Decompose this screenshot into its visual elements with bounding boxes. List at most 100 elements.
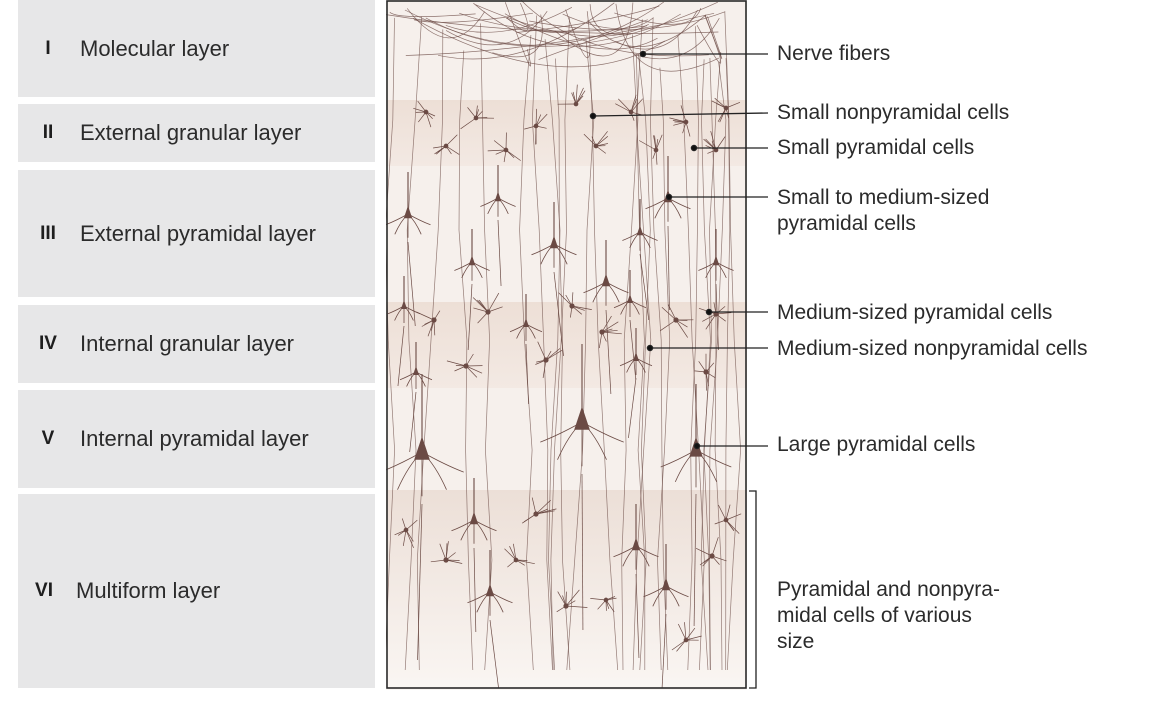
callout-nerve-fibers: Nerve fibers [777,42,891,65]
pyramidal-neuron [613,504,659,659]
nerve-fiber [405,12,715,56]
vertical-fiber [725,58,731,671]
nerve-fiber [589,4,632,36]
layer-box-1: I Molecular layer [18,0,375,97]
layer-numeral: I [45,37,51,59]
stellate-neuron [714,504,742,534]
vertical-fiber [632,19,652,671]
pyramidal-neuron [531,202,577,357]
vertical-fiber [416,29,444,671]
callout-large-pyramidal-cells: Large pyramidal cells [777,433,976,456]
stellate-neuron [695,537,727,567]
stellate-neuron [524,108,548,145]
nerve-fiber [425,1,718,47]
layer-box-3: III External pyramidal layer [18,170,375,297]
pyramidal-neuron [480,165,516,287]
vertical-fiber [709,57,723,671]
callout-line: size [777,630,815,653]
nerve-fiber [389,12,476,17]
stellate-neuron [711,97,741,123]
layer-box-4: IV Internal granular layer [18,305,375,383]
stellate-neuron [413,100,436,128]
pyramidal-neuron [467,550,513,689]
nerve-fiber [445,11,548,46]
nerve-fiber [696,15,722,64]
stellate-neuron [487,132,521,163]
nerve-fiber-network [386,0,741,671]
layer-box-5: V Internal pyramidal layer [18,390,375,488]
stellate-neuron [590,596,617,613]
nerve-fiber [587,14,707,48]
stellate-neuron [556,589,588,613]
stellate-neuron [535,341,563,378]
cortex-illustration [386,0,747,690]
layer-name: External granular layer [80,120,302,145]
layer-numeral: VI [35,580,53,601]
vertical-fiber [404,16,423,671]
vertical-fiber [589,53,619,671]
nerve-fiber [413,17,666,68]
layer-box-6: VI Multiform layer [18,494,375,688]
pyramidal-neuron [454,229,490,351]
vertical-fiber [544,39,561,671]
stellate-neuron [659,304,694,338]
nerve-fiber [386,14,719,34]
vertical-fiber [724,11,741,671]
vertical-fiber [550,17,570,671]
vertical-fiber [657,67,671,671]
pyramidal-neuron [643,544,689,689]
nerve-fiber [475,4,649,37]
stellate-neuron [416,310,441,337]
pyramidal-neuron [613,270,647,381]
callout-medium-pyramidal-cells: Medium-sized pyramidal cells [777,301,1053,324]
vertical-fiber [631,34,646,670]
pyramidal-neuron [698,229,734,351]
vertical-fiber [703,51,722,671]
stellate-neuron [446,353,483,378]
nerve-fiber [459,12,648,32]
nerve-fiber [404,1,665,46]
callout-medium-nonpyramidal-cells: Medium-sized nonpyramidal cells [777,337,1088,360]
nerve-fiber [565,9,591,59]
nerve-fiber [615,3,720,72]
nerve-fiber [406,8,485,39]
layer-name: Multiform layer [76,578,221,603]
nerve-fiber [614,7,702,25]
stellate-neuron [433,134,460,155]
stellate-neuron [460,105,495,130]
vertical-fiber [677,35,705,671]
vertical-fiber [650,17,669,671]
vertical-fiber [519,34,534,671]
neuron-group [386,84,742,689]
callout-small-nonpyramidal-cells: Small nonpyramidal cells [777,101,1010,124]
stellate-neuron [472,292,503,324]
nerve-fiber [445,6,573,33]
layer-band-6 [386,490,747,690]
layer-name: Internal pyramidal layer [80,426,309,451]
stellate-neuron [558,292,592,318]
callout-line: pyramidal cells [777,212,916,235]
nerve-fiber [504,13,658,50]
pyramidal-neuron [540,344,624,631]
layer-numeral: V [41,428,55,449]
vertical-fiber [566,38,595,671]
layer-name: Internal granular layer [80,331,295,356]
layer-band-4 [386,302,747,388]
vertical-fiber [386,17,395,650]
callout-line: Pyramidal and nonpyra- [777,578,1000,601]
stellate-neuron [694,353,716,391]
stellate-neuron [522,497,557,524]
pyramidal-neuron [387,276,421,387]
vertical-fiber [621,53,639,671]
pyramidal-neuron [399,342,433,453]
pyramidal-neuron [619,328,653,439]
stellate-neuron [557,84,586,107]
nerve-fiber [438,2,615,60]
nerve-fiber [504,2,532,67]
vertical-fiber [555,58,571,671]
stellate-neuron [671,622,702,652]
vertical-fiber [709,62,727,671]
layer-numeral: IV [39,333,57,354]
layer-numeral: III [40,222,56,244]
callout-small-to-medium-pyramidal-cells: Small to medium-sized pyramidal cells [777,185,989,237]
